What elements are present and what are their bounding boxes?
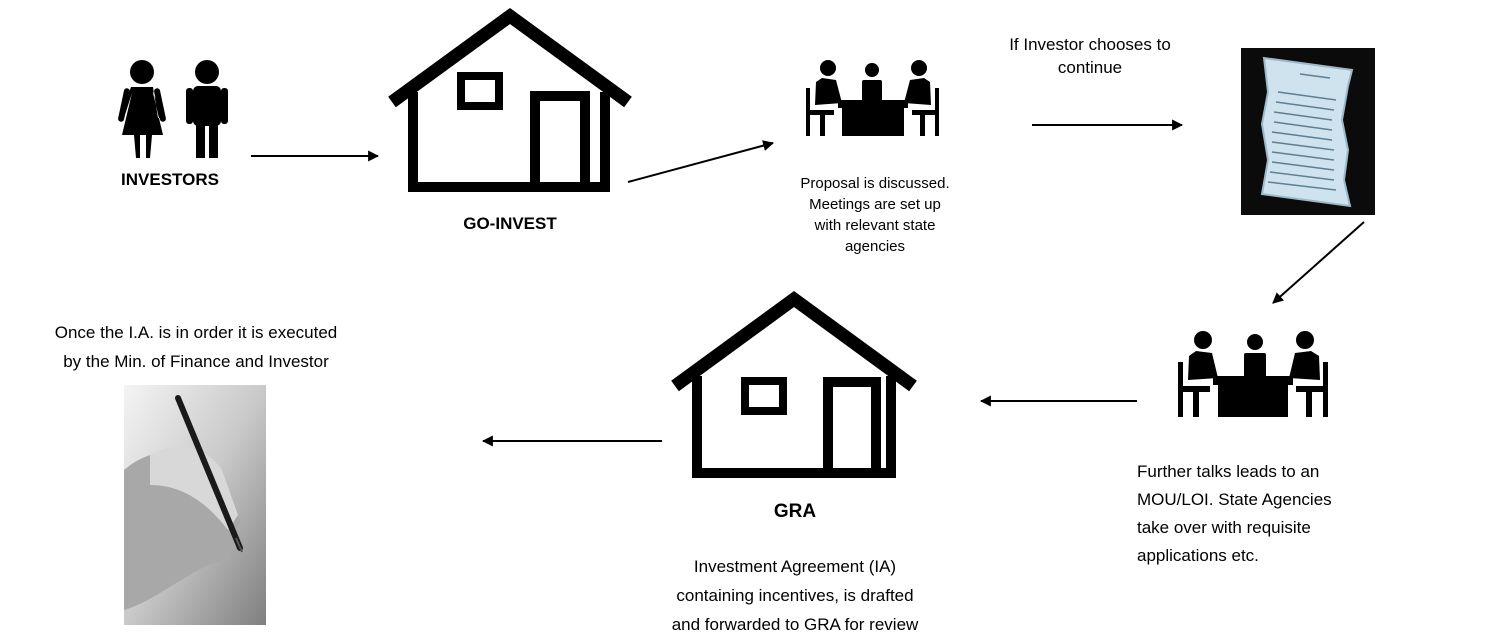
investors-people-icon xyxy=(118,60,228,158)
investment-agreement-note: Investment Agreement (IA) containing inc… xyxy=(671,557,919,634)
document-icon xyxy=(1241,48,1375,215)
arrow-go-invest-to-meeting xyxy=(627,140,775,183)
signing-photo xyxy=(124,385,266,625)
go-invest-house-icon xyxy=(388,7,632,192)
meeting-icon xyxy=(1178,331,1328,417)
gra-house-icon xyxy=(671,290,917,478)
executed-note: Once the I.A. is in order it is executed… xyxy=(54,323,338,371)
go-invest-label: GO-INVEST xyxy=(463,214,557,233)
gra-label: GRA xyxy=(773,501,817,522)
investors-label: INVESTORS xyxy=(121,170,219,189)
proposal-note: Proposal is discussed. Meetings are set … xyxy=(800,175,950,255)
arrow-document-to-meeting xyxy=(1272,221,1365,304)
meeting-icon xyxy=(806,60,939,136)
flow-arrows xyxy=(251,119,1365,447)
continue-note: If Investor chooses to continue xyxy=(1009,35,1171,77)
mou-note: Further talks leads to an MOU/LOI. State… xyxy=(1137,462,1332,565)
